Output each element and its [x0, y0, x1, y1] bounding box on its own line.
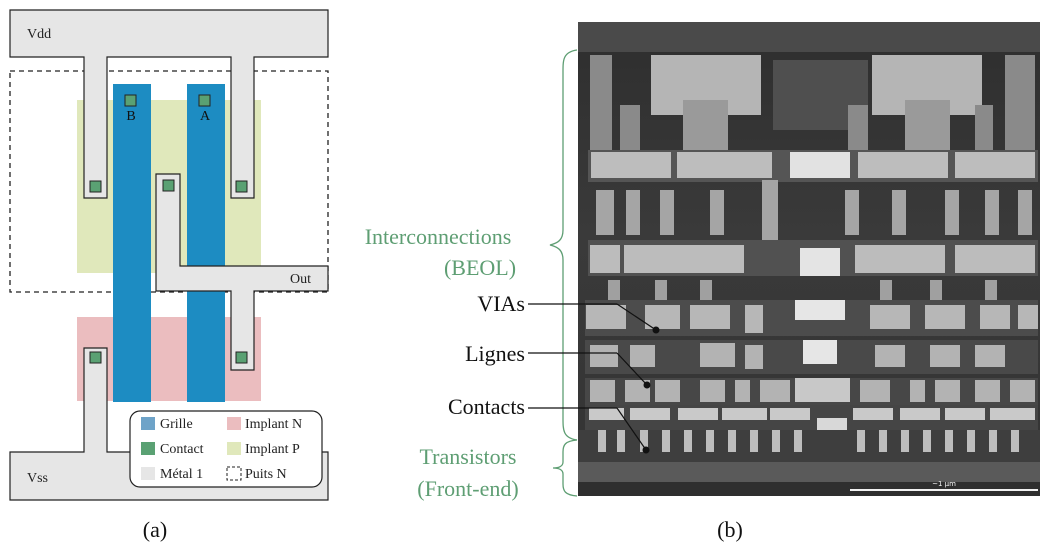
beol-label: (BEOL): [444, 255, 516, 280]
legend-item-grille: Grille: [141, 417, 193, 432]
caption-b: (b): [717, 517, 743, 542]
svg-text:VIAs: VIAs: [477, 291, 525, 316]
contact-gate-b: [124, 94, 137, 107]
legend-item-implant-n: Implant N: [227, 417, 302, 432]
legend-item-contact: Contact: [141, 442, 204, 457]
contact-pmos-mid: [162, 179, 175, 192]
gate-b-label: B: [126, 109, 135, 124]
legend-item-metal1: Métal 1: [141, 467, 203, 482]
frontend-label: (Front-end): [417, 476, 518, 501]
brace-transistors: [552, 439, 578, 497]
layout-drawing: Vdd Vss B A Out Grille Implant N Contact…: [9, 9, 329, 542]
svg-text:Implant P: Implant P: [245, 442, 300, 457]
vss-label: Vss: [27, 471, 48, 486]
callout-contacts: Contacts: [448, 394, 650, 454]
contact-nmos-left: [89, 351, 102, 364]
vdd-label: Vdd: [27, 27, 51, 42]
n-implant-region: [77, 317, 261, 401]
callout-vias: VIAs: [477, 291, 660, 334]
svg-text:Grille: Grille: [160, 417, 193, 432]
caption-a: (a): [143, 517, 167, 542]
sem-drawing: ~1 µm Interconnections (BEOL) Transistor…: [365, 22, 1040, 542]
svg-text:Lignes: Lignes: [465, 341, 525, 366]
layout-panel: Vdd Vss B A Out Grille Implant N Contact…: [0, 0, 340, 548]
contact-pmos-right: [235, 180, 248, 193]
svg-text:Métal 1: Métal 1: [160, 467, 203, 482]
interconnections-label: Interconnections: [365, 224, 512, 249]
sem-micrograph: ~1 µm: [578, 22, 1040, 496]
svg-text:Contact: Contact: [160, 442, 204, 457]
n-well-outline: [9, 70, 329, 293]
transistors-label: Transistors: [420, 444, 517, 469]
gate-a-label: A: [200, 109, 211, 124]
callout-lignes: Lignes: [465, 341, 651, 389]
vdd-rail: [9, 9, 329, 199]
gate-a: [187, 84, 225, 402]
contact-nmos-right: [235, 351, 248, 364]
legend: Grille Implant N Contact Implant P Métal…: [129, 410, 323, 488]
svg-text:Implant N: Implant N: [245, 417, 302, 432]
contact-pmos-left: [89, 180, 102, 193]
legend-item-implant-p: Implant P: [227, 442, 300, 457]
brace-interconnections: [549, 49, 578, 441]
gate-b: [113, 84, 151, 402]
scale-bar-label: ~1 µm: [932, 480, 956, 488]
output-net: [155, 173, 329, 371]
sem-panel: ~1 µm Interconnections (BEOL) Transistor…: [340, 0, 1041, 548]
contact-gate-a: [198, 94, 211, 107]
svg-text:Puits N: Puits N: [245, 467, 287, 482]
legend-item-puits-n: Puits N: [226, 466, 287, 482]
svg-text:Contacts: Contacts: [448, 394, 525, 419]
output-label: Out: [290, 272, 311, 287]
